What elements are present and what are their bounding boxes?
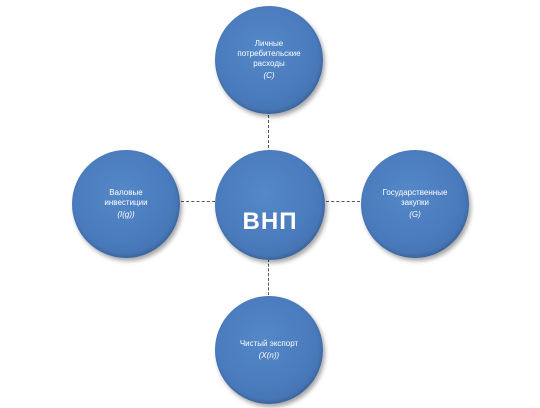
node-consumption-label: Личные потребительские расходы — [237, 39, 301, 68]
connector-left — [181, 201, 215, 204]
node-government: Государственные закупки (G) — [361, 150, 469, 258]
node-gnp: ВНП — [215, 150, 325, 260]
node-government-label: Государственные закупки — [382, 188, 448, 207]
node-net-export-symbol: (X(n)) — [258, 351, 280, 360]
connector-top — [268, 115, 271, 153]
node-investment: Валовые инвестиции (I(g)) — [72, 150, 180, 258]
connector-right — [326, 201, 360, 204]
node-net-export: Чистый экспорт (X(n)) — [215, 296, 323, 404]
node-gnp-label: ВНП — [242, 208, 298, 235]
node-net-export-label: Чистый экспорт — [239, 339, 299, 348]
node-government-symbol: (G) — [409, 210, 421, 219]
node-consumption-symbol: (C) — [263, 71, 275, 80]
connector-bottom — [268, 259, 271, 295]
node-investment-symbol: (I(g)) — [117, 210, 135, 219]
node-consumption: Личные потребительские расходы (C) — [215, 6, 323, 114]
node-investment-label: Валовые инвестиции — [104, 188, 148, 207]
